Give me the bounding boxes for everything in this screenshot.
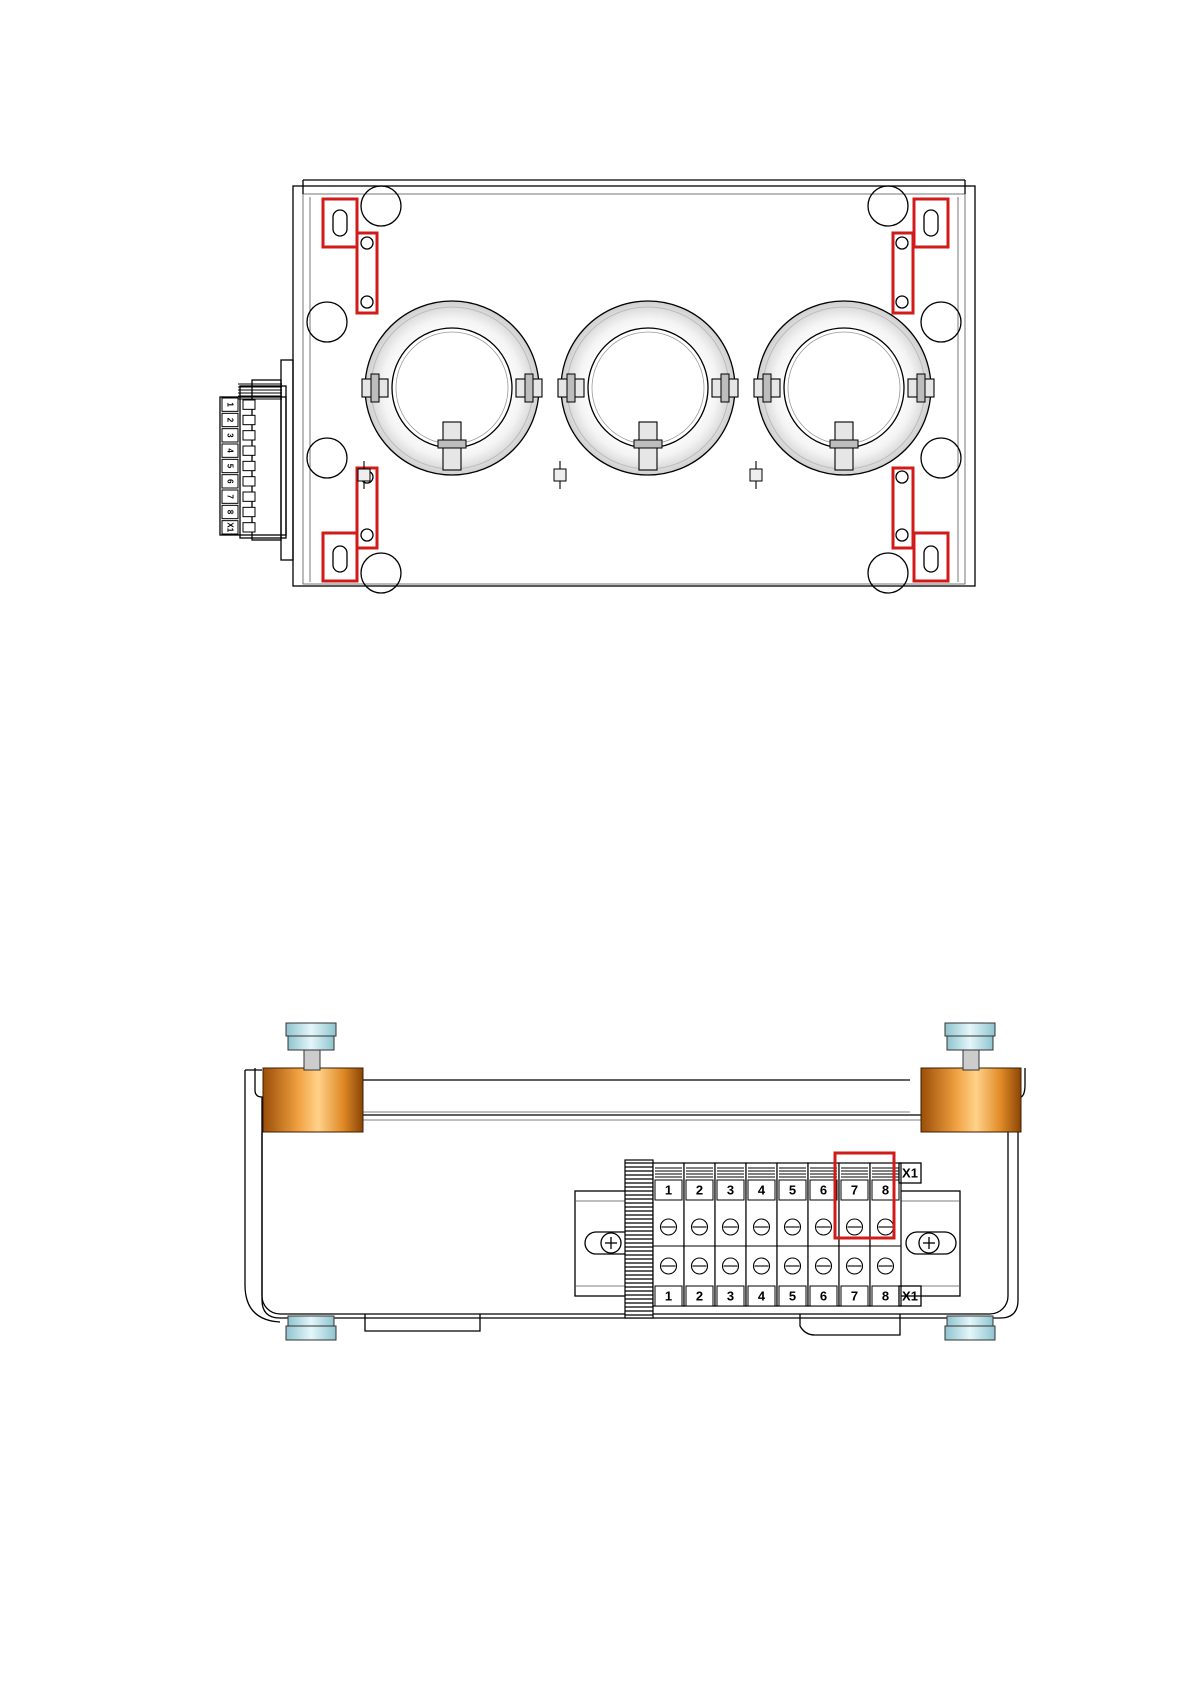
ring-clip-tab [438,440,466,448]
bolt-bottom-left [286,1316,336,1340]
brass-spacer-right [921,1068,1021,1132]
top-terminal-slot [243,446,255,455]
terminal-number-upper: 6 [820,1183,827,1198]
top-terminal-slot [243,461,255,470]
terminal-block: 11 [653,1163,684,1306]
top-terminal-label: 8 [226,510,235,515]
terminal-block: 22 [684,1163,715,1306]
callout-circle [361,553,401,593]
terminal-block: 44 [746,1163,777,1306]
terminal-number-upper: 4 [758,1183,766,1198]
callout-circle [307,438,347,478]
top-terminal-slot [243,431,255,440]
ring-clip-tab [721,374,729,402]
ct-ring [554,301,738,489]
bolt-top-right [945,1023,995,1070]
terminal-number-upper: 2 [696,1183,703,1198]
top-terminal-label: 7 [226,494,235,499]
callout-circle [921,302,961,342]
terminal-number-lower: 6 [820,1289,827,1304]
ring-clip-tab [567,374,575,402]
callout-circle [868,186,908,226]
current-transformer-rings [358,301,934,489]
top-terminal-slot [243,415,255,424]
callout-circle [307,302,347,342]
top-view-enclosure: 1 2 3 4 5 6 7 8X1 [220,180,975,593]
callout-circle [868,553,908,593]
bolt-top-left [286,1023,336,1070]
bolt-bottom-right [945,1316,995,1340]
highlight-box [914,199,948,247]
top-terminal-label: 6 [226,479,235,484]
terminal-number-upper: 3 [727,1183,734,1198]
terminal-number-lower: 7 [851,1289,858,1304]
terminal-number-lower: 2 [696,1289,703,1304]
ct-ring [358,301,542,489]
bottom-bracket [365,1314,480,1331]
top-terminal-slot [243,523,255,532]
strip-label-lower: X1 [902,1289,918,1304]
top-terminal-label: 2 [226,418,235,423]
top-terminal-connector: 1 2 3 4 5 6 7 8X1 [220,360,293,560]
top-terminal-label: 1 [226,402,235,407]
stud [750,469,762,481]
terminal-block: 77 [839,1163,870,1306]
ring-clip-tab [371,374,379,402]
top-terminal-slot [243,400,255,409]
ring-clip-tab [525,374,533,402]
terminal-number-lower: 5 [789,1289,796,1304]
terminal-number-lower: 8 [882,1289,889,1304]
highlight-box [323,199,357,247]
strip-label-upper: X1 [902,1166,918,1181]
terminal-block: 88 [870,1163,901,1306]
terminal-block: 33 [715,1163,746,1306]
stud [554,469,566,481]
terminal-number-lower: 4 [758,1289,766,1304]
callout-circle [921,438,961,478]
highlight-box [323,533,357,581]
top-terminal-slot [243,492,255,501]
highlight-box [357,233,377,313]
top-terminal-label: 5 [226,464,235,469]
terminal-block: 55 [777,1163,808,1306]
top-terminal-label: X1 [226,522,235,532]
ct-ring [750,301,934,489]
terminal-number-upper: 7 [851,1183,858,1198]
ring-clip-tab [634,440,662,448]
end-clamps [625,1160,653,1318]
top-terminal-slot [243,507,255,516]
top-terminal-label: 4 [226,448,235,453]
ring-clip-tab [830,440,858,448]
highlight-box [914,533,948,581]
ring-clip-tab [763,374,771,402]
stud [358,469,370,481]
rail-screw-right [919,1233,939,1253]
terminal-number-upper: 1 [665,1183,672,1198]
ring-clip-tab [917,374,925,402]
top-terminal-slot [243,477,255,486]
brass-spacer-left [263,1068,363,1132]
top-terminal-label: 3 [226,433,235,438]
callout-circle [361,186,401,226]
terminal-number-upper: 5 [789,1183,796,1198]
terminal-number-upper: 8 [882,1183,889,1198]
terminal-number-lower: 3 [727,1289,734,1304]
terminal-number-lower: 1 [665,1289,672,1304]
rail-screw-left [601,1233,621,1253]
